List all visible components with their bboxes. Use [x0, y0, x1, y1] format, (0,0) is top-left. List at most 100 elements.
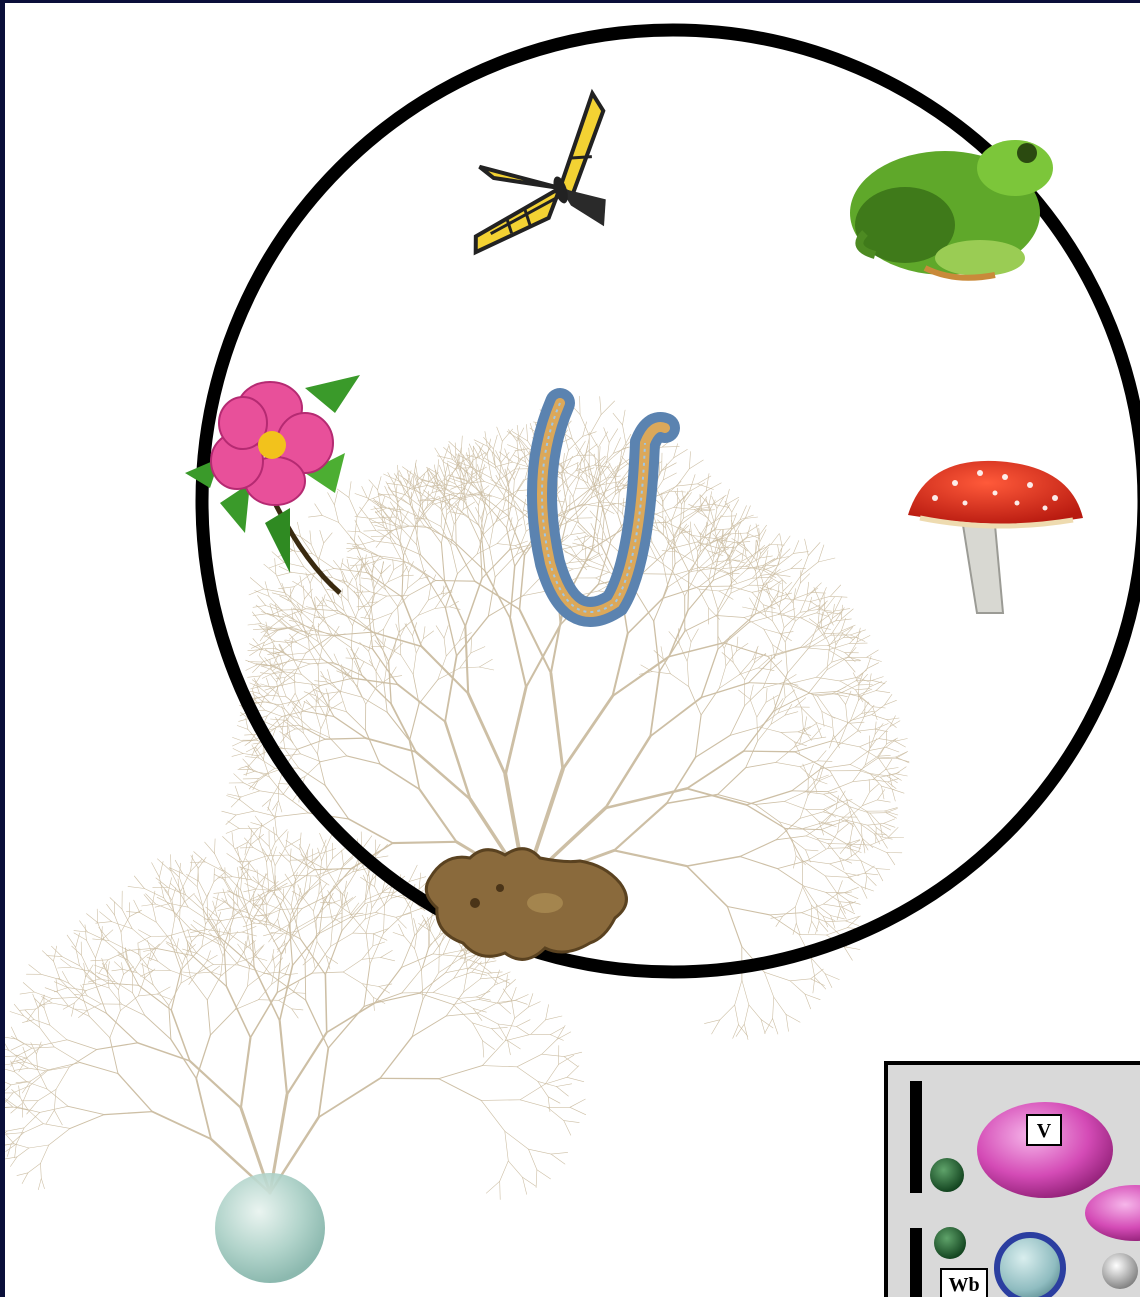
tree-branch [783, 609, 795, 614]
tree-branch [744, 1024, 748, 1040]
tree-branch [107, 904, 115, 915]
tree-branch [481, 1100, 505, 1131]
tree-branch [838, 881, 843, 894]
tree-branch [235, 1000, 259, 1010]
tree-branch [270, 923, 301, 939]
tree-branch [804, 724, 816, 732]
tree-branch [234, 774, 244, 783]
tree-branch [376, 912, 396, 917]
tree-branch [316, 597, 323, 605]
tree-branch [604, 428, 610, 443]
tree-branch [811, 958, 825, 974]
tree-branch [505, 449, 509, 462]
tree-branch [276, 682, 296, 687]
tree-branch [888, 779, 899, 782]
tree-branch [259, 984, 272, 1000]
tree-branch [96, 922, 112, 924]
tree-branch [584, 462, 588, 483]
tree-branch [301, 701, 305, 714]
tree-branch [56, 979, 58, 993]
tree-branch [349, 498, 357, 516]
tree-branch [157, 897, 170, 903]
tree-branch [816, 662, 832, 677]
tree-branch [800, 796, 808, 819]
tree-branch [689, 529, 690, 543]
tree-branch [801, 629, 818, 647]
tree-branch [29, 965, 41, 975]
tree-branch [241, 890, 252, 923]
tree-branch [29, 1145, 49, 1148]
tree-branch [186, 895, 205, 911]
label-v: V [1037, 1120, 1052, 1142]
tree-branch [573, 478, 579, 497]
tree-branch [315, 681, 327, 682]
tree-branch [343, 972, 362, 984]
tree-branch [381, 950, 393, 957]
tree-branch [72, 1003, 75, 1016]
tree-branch [857, 729, 875, 731]
tree-branch [329, 738, 346, 756]
tree-branch [227, 986, 251, 1037]
tree-branch [362, 946, 373, 959]
tree-branch [376, 536, 385, 547]
tree-branch [677, 484, 698, 486]
tree-branch [294, 675, 295, 693]
tree-branch [783, 907, 796, 916]
tree-branch [10, 1157, 17, 1167]
tree-branch [387, 651, 395, 664]
tree-branch [476, 991, 490, 997]
tree-branch [46, 1110, 54, 1124]
tree-branch [714, 508, 717, 526]
tree-branch [480, 542, 482, 579]
tree-branch [296, 918, 315, 929]
tree-branch [869, 779, 870, 792]
tree-branch [343, 855, 354, 865]
tree-branch [628, 598, 663, 633]
tree-branch [221, 945, 238, 965]
tree-branch [685, 616, 717, 632]
tree-branch [580, 415, 589, 436]
tree-branch [199, 881, 207, 897]
tree-branch [736, 550, 746, 557]
tree-branch [506, 975, 507, 988]
tree-branch [845, 916, 860, 921]
tree-branch [361, 578, 373, 580]
tree-branch [352, 660, 353, 677]
tree-branch [689, 452, 690, 469]
tree-branch [56, 1067, 69, 1090]
tree-branch [517, 1027, 530, 1035]
tree-branch [328, 891, 335, 903]
tree-branch [870, 738, 877, 748]
tree-branch [305, 961, 306, 1001]
tree-branch [740, 840, 776, 857]
tree-branch [886, 747, 899, 752]
tree-branch [614, 803, 666, 850]
tree-branch [669, 632, 679, 644]
tree-branch [129, 910, 141, 917]
tree-branch [469, 448, 470, 461]
tree-branch [570, 1107, 586, 1114]
tree-branch [875, 729, 888, 732]
tree-branch [315, 905, 327, 918]
tree-branch [837, 908, 840, 920]
tree-branch [564, 1057, 578, 1067]
tree-branch [771, 655, 772, 670]
tree-branch [275, 866, 276, 893]
tree-branch [802, 708, 804, 728]
tree-branch [176, 939, 178, 951]
tree-branch [38, 1178, 41, 1189]
tree-branch [730, 586, 752, 592]
tree-branch [800, 761, 817, 767]
tree-branch [556, 1087, 568, 1097]
tree-branch [570, 1099, 585, 1107]
tree-branch [804, 886, 826, 892]
tree-branch [515, 995, 528, 1001]
tree-branch [468, 694, 505, 775]
tree-branch [460, 667, 480, 668]
tree-branch [584, 546, 599, 554]
tree-branch [269, 875, 293, 891]
tree-branch [286, 597, 299, 610]
tree-branch [325, 613, 338, 618]
tree-branch [808, 543, 820, 556]
tree-branch [269, 687, 278, 695]
